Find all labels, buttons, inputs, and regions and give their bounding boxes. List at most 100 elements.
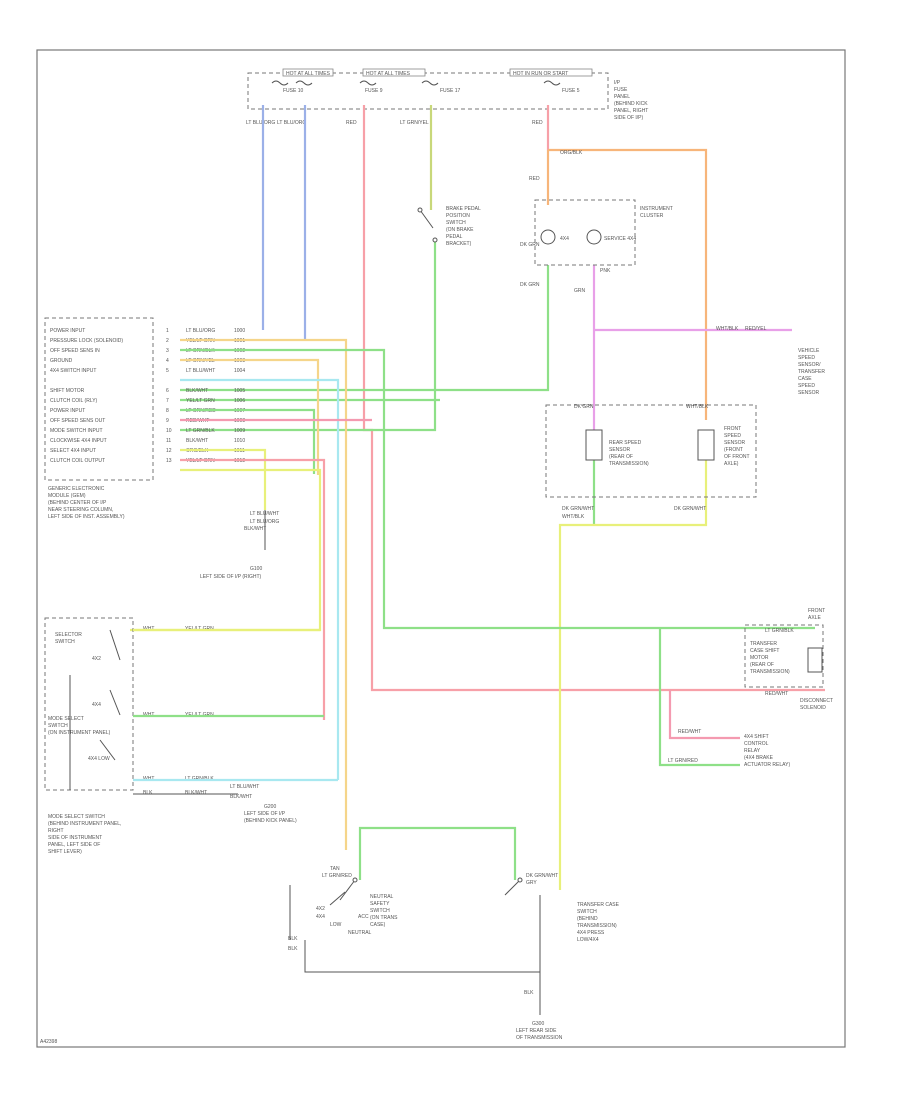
cluster-wire-red: RED (529, 176, 540, 182)
gem-output-wires (130, 338, 815, 850)
transfer-switch-6: LOW/4X4 (577, 937, 599, 943)
speed-wire-label-4: DK GRN/WHT (674, 506, 706, 512)
fuse-panel: HOT AT ALL TIMES HOT AT ALL TIMES HOT IN… (247, 68, 648, 121)
bottom-green-loop (358, 826, 517, 880)
neutral-pos-3: LOW (330, 922, 342, 928)
dash-area-5: CASE (798, 376, 812, 382)
ground-left-label-2: LEFT SIDE OF I/P (RIGHT) (200, 574, 262, 580)
cluster-wire-dkgrn: DK GRN (520, 282, 540, 288)
clutch-relay-3: RELAY (744, 748, 761, 754)
gem-pin-label: CLUTCH COIL OUTPUT (50, 458, 105, 464)
diagram-border (36, 49, 846, 1048)
speed-sensor-left-1: REAR SPEED (609, 440, 642, 446)
shift-control-relay: 4X4 SHIFT CONTROL RELAY (4X4 BRAKE ACTUA… (658, 628, 790, 768)
fuse-panel-label-5: PANEL, RIGHT (614, 108, 648, 114)
selector-pos-4x4: 4X4 (92, 702, 101, 708)
gem-pin-wire: YEL/LT GRN (186, 398, 215, 404)
neutral-wire-3: BLK (288, 936, 298, 942)
gem-pin-wire: BLK/WHT (186, 438, 208, 444)
transfer-switch-wire-2: GRY (526, 880, 537, 886)
selector-bottom-1: MODE SELECT SWITCH (48, 814, 105, 820)
ground-g300: G300 LEFT REAR SIDE OF TRANSMISSION BLK (516, 990, 563, 1041)
speed-sensor-left-2: SENSOR (609, 447, 631, 453)
neutral-wire-2: LT GRN/RED (322, 873, 352, 879)
brake-switch-label-1: BRAKE PEDAL (446, 206, 481, 212)
selector-label-2: SWITCH (55, 639, 75, 645)
neutral-wire-4: BLK (288, 946, 298, 952)
gem-pin-number: 4 (166, 358, 169, 364)
gem-pin-circuit: 1006 (234, 398, 245, 404)
vacuum-label-3: DISCONNECT (800, 698, 833, 704)
dash-area-7: SENSOR (798, 390, 820, 396)
selector-wire-7: BLK (143, 790, 153, 796)
front-axle-disconnect: FRONT AXLE DISCONNECT SOLENOID (800, 608, 833, 711)
brake-switch-label-4: (ON BRAKE (446, 227, 474, 233)
neutral-pos-5: ACC (358, 914, 369, 920)
rear-speed-sensor: REAR SPEED SENSOR (REAR OF TRANSMISSION) (585, 429, 649, 467)
neutral-pos-2: 4X4 (316, 914, 325, 920)
clutch-relay-2: CONTROL (744, 741, 769, 747)
gem-pin-circuit: 1000 (234, 328, 245, 334)
wire-label-red-1: RED (346, 120, 357, 126)
transfer-case-switch: TRANSFER CASE SWITCH (BEHIND TRANSMISSIO… (504, 873, 620, 943)
neutral-switch-5: CASE) (370, 922, 386, 928)
fuse-panel-label-6: SIDE OF I/P) (614, 115, 644, 121)
ground-mid-1: G200 (264, 804, 276, 810)
ground-g200: G200 LEFT SIDE OF I/P (BEHIND KICK PANEL… (230, 784, 297, 824)
gem-pin-wire: LT BLU/WHT (186, 368, 215, 374)
ground-g100: G100 LEFT SIDE OF I/P (RIGHT) BLK/WHT (200, 510, 266, 580)
gem-pin-number: 8 (166, 408, 169, 414)
cluster-wire-grn: GRN (574, 288, 586, 294)
selector-block-3: (ON INSTRUMENT PANEL) (48, 730, 111, 736)
speed-sensor-left-3: (REAR OF (609, 454, 633, 460)
selector-block-2: SWITCH (48, 723, 68, 729)
gem-label-5: LEFT SIDE OF INST. ASSEMBLY) (48, 514, 125, 520)
bottom-ground-wire (304, 895, 541, 973)
fuse-5-label: FUSE 5 (562, 88, 580, 94)
fuse-panel-label-2: FUSE (614, 87, 628, 93)
gem-pin-label: OFF SPEED SENS OUT (50, 418, 105, 424)
neutral-wire-1: TAN (330, 866, 340, 872)
fuse-panel-label-4: (BEHIND KICK (614, 101, 648, 107)
gem-pin-number: 9 (166, 418, 169, 424)
brake-pedal-position-switch: BRAKE PEDAL POSITION SWITCH (ON BRAKE PE… (417, 206, 481, 247)
gem-pin-wire: LT GRN/BLK (186, 428, 215, 434)
ground-left-label-1: G100 (250, 566, 262, 572)
speed-sensor-right-1: FRONT (724, 426, 741, 432)
transfer-switch-wire-1: DK GRN/WHT (526, 873, 558, 879)
gem-ckt-2: LT BLU/WHT (230, 784, 259, 790)
speed-sensor-left-4: TRANSMISSION) (609, 461, 649, 467)
gem-pin-number: 13 (166, 458, 172, 464)
gem-pin-wire: BLK/WHT (186, 388, 208, 394)
cluster-4x4-lamp: 4X4 (560, 236, 569, 242)
transfer-switch-3: (BEHIND (577, 916, 598, 922)
cluster-service-lamp: SERVICE 4X4 (604, 236, 636, 242)
gem-pin-label: SELECT 4X4 INPUT (50, 448, 96, 454)
clutch-relay-4: (4X4 BRAKE (744, 755, 774, 761)
gem-pin-number: 7 (166, 398, 169, 404)
brake-switch-label-6: BRACKET) (446, 241, 472, 247)
fuse-panel-label-1: I/P (614, 80, 621, 86)
ground-left-wire: BLK/WHT (244, 526, 266, 532)
speed-wire-label-3: DK GRN/WHT (562, 506, 594, 512)
gem-ckt-1: BLK/WHT (230, 794, 252, 800)
brake-switch-label-2: POSITION (446, 213, 470, 219)
speed-sensor-right-4: (FRONT (724, 447, 743, 453)
gem-pin-wire: LT BLU/ORG (186, 328, 215, 334)
transfer-switch-4: TRANSMISSION) (577, 923, 617, 929)
transfer-switch-2: SWITCH (577, 909, 597, 915)
selector-wire-8: BLK/WHT (185, 790, 207, 796)
neutral-pos-1: 4X2 (316, 906, 325, 912)
transfer-case-3: MOTOR (750, 655, 769, 661)
fuse-tab-3: HOT IN RUN OR START (513, 71, 568, 77)
transfer-switch-1: TRANSFER CASE (577, 902, 620, 908)
wire-label-red-2: RED (532, 120, 543, 126)
gem-pin-label: POWER INPUT (50, 408, 85, 414)
gem-pin-circuit: 1010 (234, 438, 245, 444)
transfer-case-2: CASE SHIFT (750, 648, 779, 654)
transfer-case-4: (REAR OF (750, 662, 774, 668)
gem-pin-number: 6 (166, 388, 169, 394)
gem-pin-label: CLUTCH COIL (RLY) (50, 398, 98, 404)
ground-bottom-1: G300 (532, 1021, 544, 1027)
